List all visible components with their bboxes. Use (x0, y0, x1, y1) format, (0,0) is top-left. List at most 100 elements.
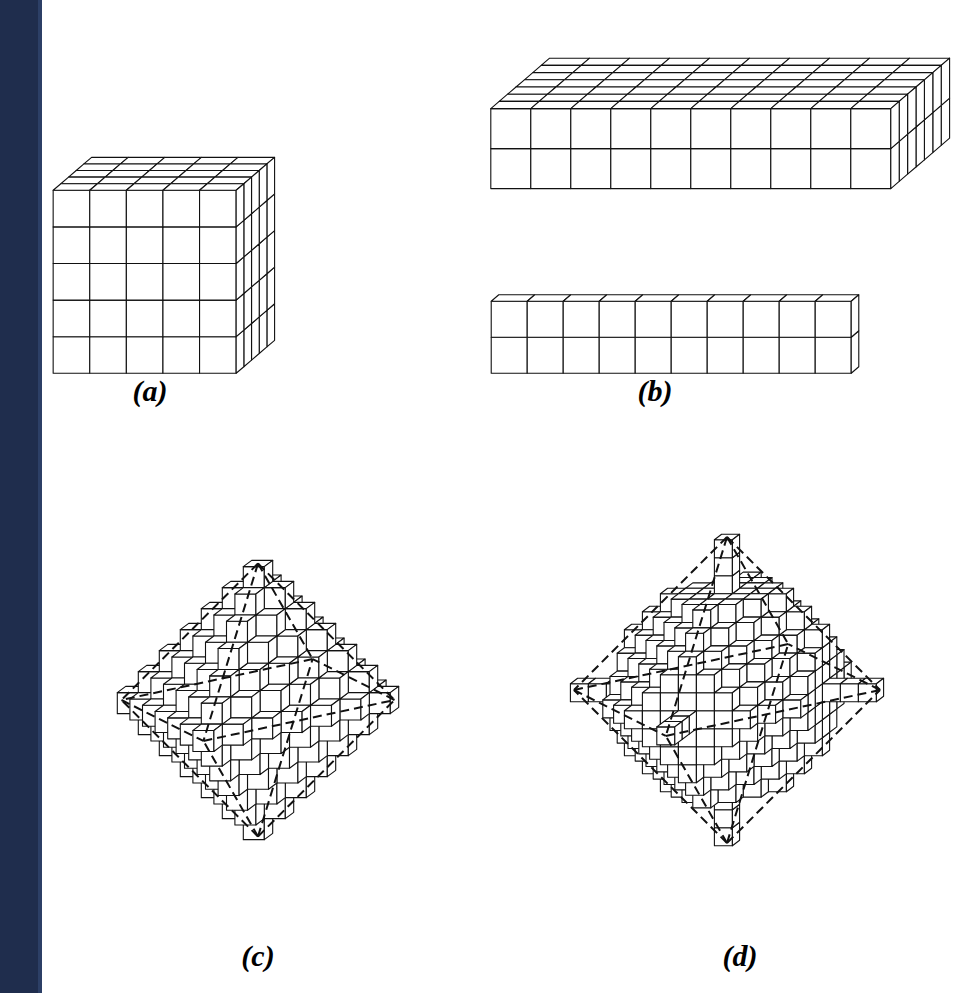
cube-face (635, 301, 671, 337)
cube-face (747, 664, 765, 682)
cube-face (163, 190, 200, 227)
cube-face (599, 337, 635, 373)
cube-face (259, 274, 267, 317)
cube-face (731, 149, 771, 189)
cube-face (811, 109, 851, 149)
dashed-edge (574, 690, 727, 843)
dashed-edge (313, 659, 395, 700)
cube-face (277, 636, 298, 657)
cube-face (933, 65, 941, 112)
cube-face (231, 670, 239, 697)
cube-face (761, 617, 779, 635)
cube-face (754, 617, 761, 640)
cube-face (711, 628, 729, 646)
cube-face (126, 190, 163, 227)
cube-face (163, 300, 200, 337)
cube-face (740, 687, 758, 705)
cube-face (707, 301, 743, 337)
cube-face (200, 263, 237, 300)
cube-stacks (53, 58, 949, 846)
cube-crystal (53, 157, 274, 373)
cube-face (851, 149, 891, 189)
cube-face (924, 73, 932, 120)
cube-face (277, 609, 285, 636)
cube-face (804, 630, 822, 648)
panel-label: (c) (241, 941, 274, 971)
cube-face (348, 672, 369, 693)
cube-face (267, 267, 275, 310)
cube-face (696, 729, 714, 747)
cube-face (696, 693, 714, 711)
cube-face (671, 337, 707, 373)
cube-face (790, 677, 808, 695)
cube-face (851, 295, 859, 337)
cube-face (340, 672, 348, 699)
cube-face (790, 653, 797, 676)
cube-face (248, 642, 269, 663)
cube-face (678, 747, 696, 765)
cube-face (90, 227, 127, 264)
cube-face (252, 317, 260, 360)
dashed-edge (258, 659, 313, 836)
cube-face (718, 605, 736, 623)
dashed-edge (666, 537, 727, 736)
cube-face (252, 207, 260, 250)
cube-face (840, 684, 858, 702)
cube-face (244, 177, 252, 220)
cube-face (200, 227, 237, 264)
cube-face (722, 669, 740, 687)
cube-face (252, 691, 260, 718)
cube-face (256, 615, 277, 636)
cube-face (933, 105, 941, 152)
octahedral-crystal (117, 560, 398, 839)
cube-face (899, 94, 907, 141)
cube-face (908, 127, 916, 174)
cube-face (163, 337, 200, 374)
cube-face (707, 337, 743, 373)
cube-face (571, 149, 611, 189)
cube-face (571, 109, 611, 149)
cube-face (696, 747, 714, 765)
cube-face (563, 301, 599, 337)
cube-face (779, 612, 786, 635)
cube-face (815, 301, 851, 337)
cube-face (714, 576, 732, 594)
cube-face (290, 657, 298, 684)
cube-face (200, 300, 237, 337)
cube-face (771, 109, 811, 149)
cube-face (754, 641, 772, 659)
cube-face (252, 171, 260, 214)
cube-face (267, 157, 275, 200)
dashed-edge (574, 537, 727, 690)
bar-crystal (491, 295, 859, 373)
dashed-edge (727, 690, 880, 843)
plate-crystal (491, 58, 950, 188)
cube-face (491, 109, 531, 149)
cube-face (319, 678, 340, 699)
cube-face (531, 149, 571, 189)
cube-face (311, 678, 319, 705)
cube-face (259, 201, 267, 244)
cube-face (851, 331, 859, 373)
cube-face (711, 605, 718, 628)
cube-face (260, 691, 281, 712)
dashed-edge (258, 564, 313, 660)
cube-face (527, 301, 563, 337)
cube-face (682, 716, 689, 739)
panel-label: (d) (723, 941, 758, 971)
cube-face (252, 244, 260, 287)
cube-face (90, 300, 127, 337)
cube-face (244, 214, 252, 257)
dashed-edge (666, 736, 727, 843)
cube-face (319, 651, 327, 678)
cube-face (783, 677, 790, 700)
cube-face (163, 263, 200, 300)
cube-face (236, 184, 244, 227)
dashed-edge (727, 644, 788, 843)
dashed-edge (122, 700, 204, 741)
panel-label: (a) (133, 376, 168, 406)
dashed-edge (203, 700, 394, 741)
dashed-edge (122, 659, 313, 700)
cube-face (491, 337, 527, 373)
